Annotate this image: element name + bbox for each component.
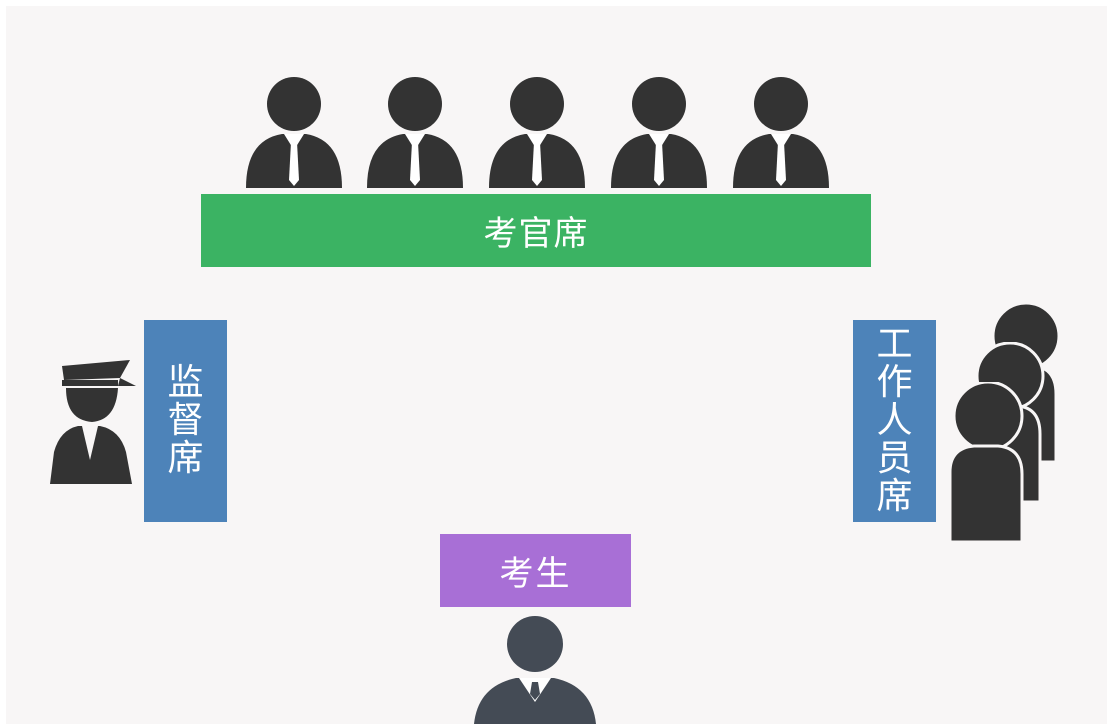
candidate-person-icon	[472, 616, 598, 724]
examiner-table: 考官席	[201, 194, 871, 267]
examiner-person-icon	[609, 76, 709, 188]
seating-diagram: 考官席 监督席 工作人员席	[6, 6, 1107, 724]
examiner-person-icon	[731, 76, 831, 188]
examiner-table-label: 考官席	[483, 214, 589, 254]
staff-person-icon	[946, 382, 1028, 542]
examinee-desk-label: 考生	[499, 554, 572, 594]
staff-desk: 工作人员席	[853, 320, 936, 522]
examiner-person-icon	[244, 76, 344, 188]
supervisor-desk: 监督席	[144, 320, 227, 522]
guard-person-icon	[48, 356, 138, 490]
examiner-person-icon	[365, 76, 465, 188]
staff-desk-label: 工作人员席	[876, 324, 913, 517]
examinee-desk: 考生	[440, 534, 631, 607]
examiner-person-icon	[487, 76, 587, 188]
supervisor-desk-label: 监督席	[167, 362, 204, 479]
